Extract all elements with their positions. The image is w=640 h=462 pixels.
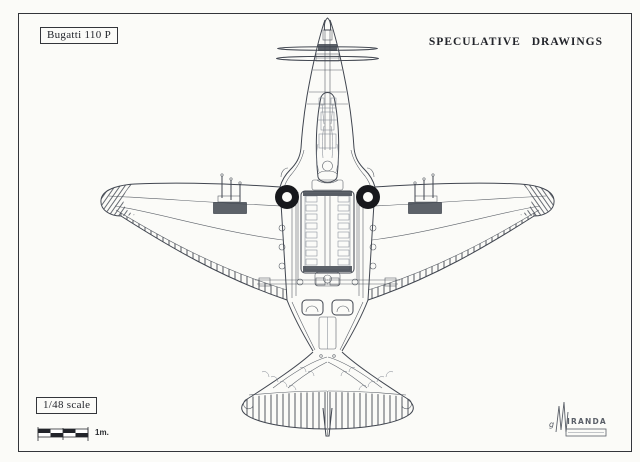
spinner bbox=[315, 17, 340, 62]
tail-surface bbox=[241, 351, 328, 430]
cockpit-canopy bbox=[315, 92, 340, 183]
scale-bar bbox=[37, 427, 89, 441]
airframe-half bbox=[100, 19, 328, 430]
scale-label: 1/48 scale bbox=[36, 397, 98, 414]
signature-prefix: g bbox=[549, 420, 555, 429]
artist-signature: g IRANDA bbox=[547, 404, 611, 438]
sheet-border bbox=[18, 13, 632, 452]
scale-bar-unit-label: 1m. bbox=[95, 428, 109, 437]
engine-cylinder-bank bbox=[305, 195, 318, 266]
nose-driveshaft bbox=[307, 30, 348, 150]
tail-fin bbox=[322, 391, 333, 437]
pilot-figure bbox=[316, 97, 339, 184]
wing-gun-cluster bbox=[213, 173, 247, 214]
series-title: SPECULATIVE DRAWINGS bbox=[428, 36, 603, 48]
signature-name: IRANDA bbox=[567, 417, 607, 426]
model-designation-label: Bugatti 110 P bbox=[40, 27, 118, 44]
aft-duct bbox=[318, 316, 337, 350]
main-wheel bbox=[275, 185, 299, 209]
signature-mark bbox=[555, 401, 607, 437]
engine-block bbox=[300, 179, 355, 287]
